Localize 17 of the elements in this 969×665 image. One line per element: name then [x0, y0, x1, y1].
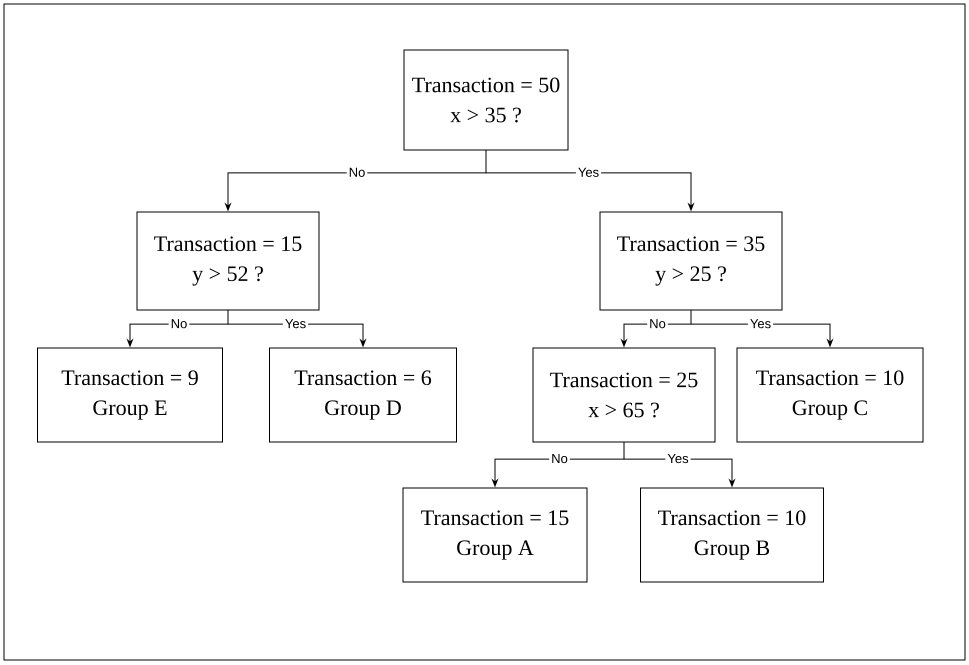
decision-box: Transaction = 6 Group D	[269, 348, 457, 442]
decision-box: Transaction = 10 Group C	[736, 348, 924, 442]
decision-box: Transaction = 25 x > 65 ?	[532, 348, 716, 442]
decision-box: Transaction = 9 Group E	[37, 348, 223, 442]
edge-label: No	[346, 166, 368, 179]
decision-box: Transaction = 35 y > 25 ?	[600, 212, 782, 310]
edge-label: No	[647, 317, 668, 330]
edge-label: No	[168, 317, 190, 330]
edge-label: Yes	[748, 317, 774, 330]
decision-box: Transaction = 15 y > 52 ?	[136, 212, 320, 310]
decision-box: Transaction = 10 Group B	[640, 488, 824, 582]
edge-label: Yes	[282, 317, 308, 330]
edge-label: Yes	[665, 452, 691, 466]
edge-label: No	[549, 452, 570, 466]
decision-box: Transaction = 50 x > 35 ?	[404, 50, 568, 150]
decision-box: Transaction = 15 Group A	[402, 488, 588, 582]
edge-label: Yes	[576, 166, 602, 179]
